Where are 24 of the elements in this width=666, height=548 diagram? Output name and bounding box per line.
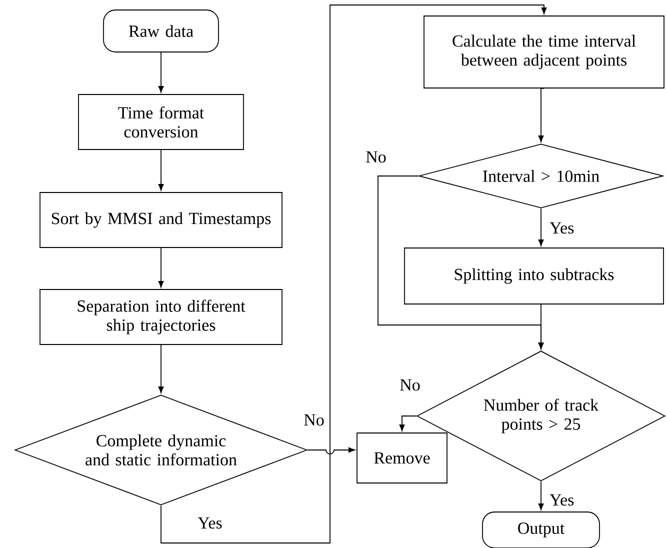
edge-label: Yes (196, 516, 224, 530)
edge-label: No (364, 150, 388, 164)
edge-label: No (398, 378, 422, 392)
process-box: Time format conversion (78, 94, 244, 150)
arrow (158, 344, 164, 394)
arrow (158, 248, 164, 288)
arrow (399, 416, 417, 432)
arrow (160, 4, 547, 544)
process-box: Splitting into subtracks (404, 248, 664, 304)
arrow (307, 447, 356, 454)
process-box: Calculate the time interval between adjacent points (424, 16, 664, 88)
edge-label: Yes (548, 493, 576, 507)
process-box: Separation into different ship trajectories (40, 289, 282, 345)
edge-label: Yes (548, 221, 576, 235)
arrow (538, 481, 544, 510)
arrow (538, 208, 544, 246)
terminal-box: Raw data (103, 10, 219, 52)
arrow (538, 88, 544, 142)
arrow (158, 150, 164, 191)
arrow (538, 304, 544, 350)
arrow (158, 52, 164, 93)
terminal-box: Output (482, 512, 600, 548)
process-box: Sort by MMSI and Timestamps (40, 192, 282, 248)
process-box: Remove (356, 432, 448, 484)
